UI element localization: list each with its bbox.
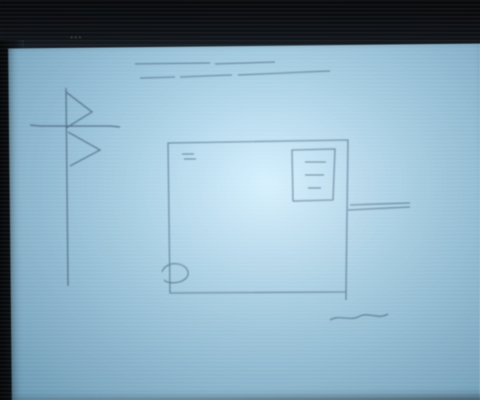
projection-photo: ...: [0, 0, 480, 400]
hand-drawn-schematic: [0, 0, 480, 400]
